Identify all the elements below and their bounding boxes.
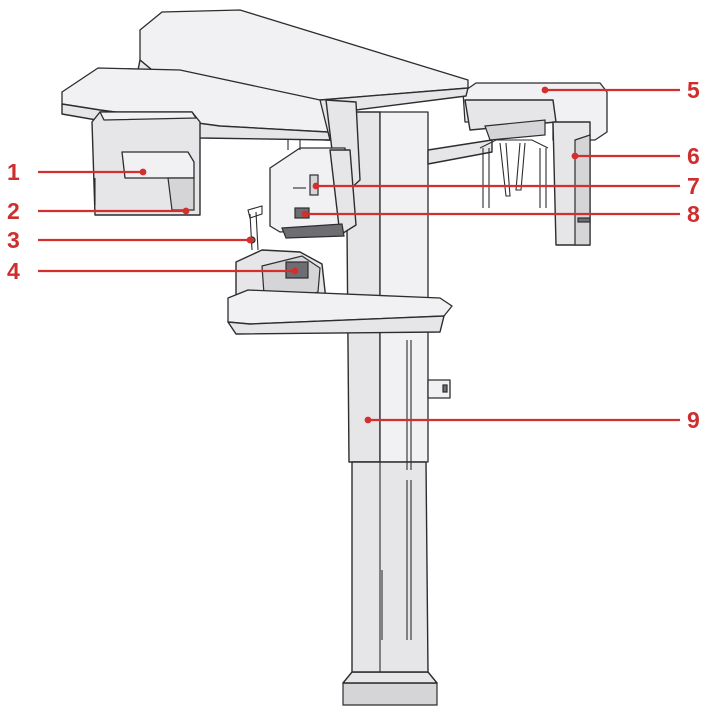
column	[345, 111, 451, 673]
callout-label-5: 5	[687, 77, 700, 103]
callout-label-4: 4	[7, 258, 20, 284]
callout-dot-1	[139, 168, 147, 176]
handle-tray	[227, 289, 453, 335]
callout-dot-2	[182, 207, 190, 215]
column-base	[342, 671, 438, 706]
callout-dot-6	[571, 152, 579, 160]
sensor-unit	[91, 111, 201, 216]
callout-dot-3	[246, 236, 254, 244]
callout-label-1: 1	[7, 159, 20, 185]
callout-dot-5	[541, 86, 549, 94]
ceph-head-holder	[462, 82, 608, 246]
callout-dot-9	[364, 416, 372, 424]
callouts: 1 2 3 4 5 6 7 8 9	[7, 77, 700, 433]
callout-label-3: 3	[7, 227, 20, 253]
callout-label-2: 2	[7, 198, 20, 224]
ceph-support-arm	[427, 139, 493, 165]
callout-label-8: 8	[687, 201, 700, 227]
callout-label-6: 6	[687, 143, 700, 169]
callout-label-9: 9	[687, 407, 700, 433]
upper-cover	[61, 9, 469, 201]
tube-head	[269, 140, 357, 239]
callout-dot-7	[312, 182, 320, 190]
callout-dot-8	[301, 210, 309, 218]
callout-label-7: 7	[687, 173, 700, 199]
callout-dot-4	[291, 267, 299, 275]
